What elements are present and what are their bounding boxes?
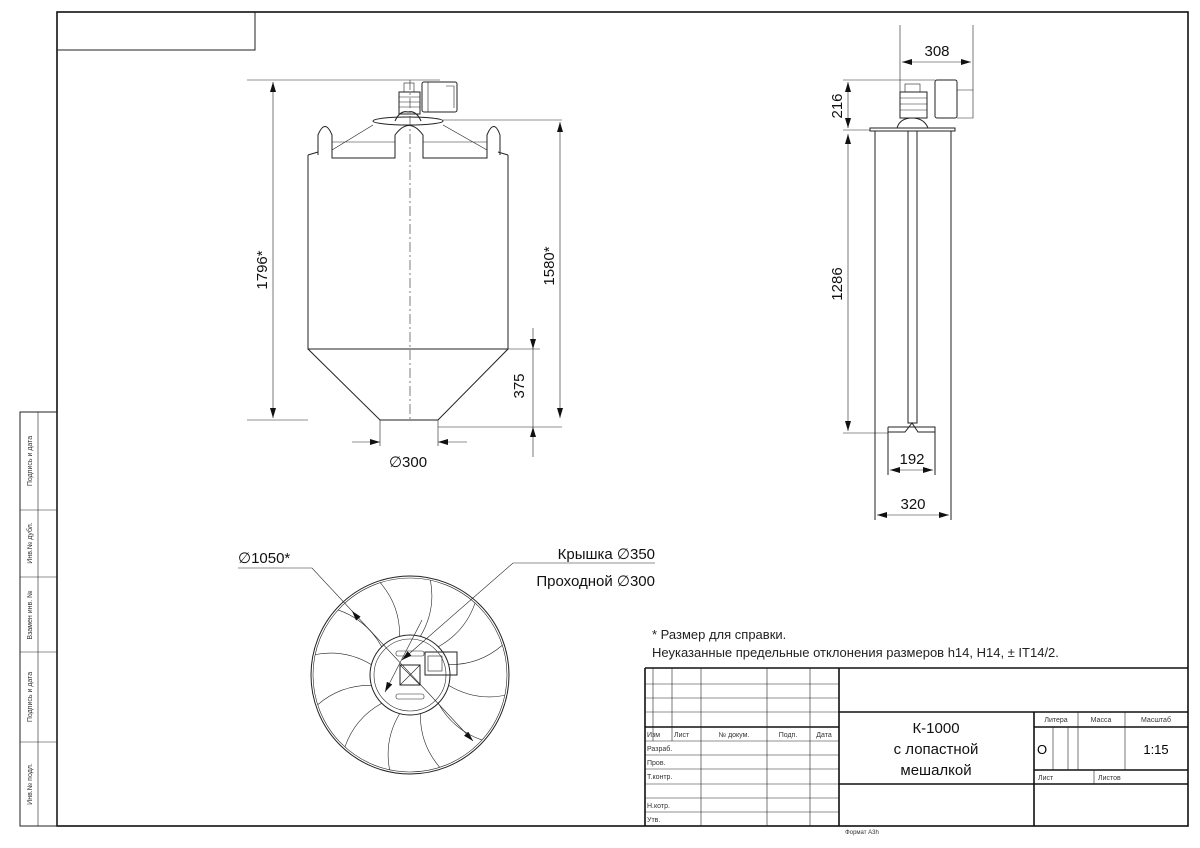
stamp-label: Взамен инв. № [27,590,34,639]
dim-cone: 375 [511,373,528,398]
shaft-icon [907,130,918,424]
header-list: Лист [674,732,690,739]
tank-rib [337,609,382,647]
title-line-1: К-1000 [912,720,959,737]
dim-motor-width: 308 [924,43,949,60]
role-approved: Утв. [647,817,660,824]
tank-rib [448,685,505,698]
dim-height-total: 1796* [254,250,271,289]
sheets-label: Листов [1098,775,1121,782]
format-label: Формат А3h [845,830,879,836]
dim-height-body: 1580* [541,246,558,285]
passage-label: Проходной ∅300 [536,573,655,590]
litera-value: О [1037,742,1047,757]
dim-outlet: ∅300 [389,454,427,471]
front-view: 1796* 1580* 375 ∅300 [247,79,563,471]
side-stamp: Подпись и дата Инв.№ дубл. Взамен инв. №… [19,411,58,827]
tank-rib [420,713,440,768]
header-izm: Изм [647,732,660,739]
sheet-label: Лист [1038,775,1054,782]
title-block: Изм Лист № докум. Подп. Дата Разраб. Про… [644,667,1188,826]
dim-paddle: 192 [899,451,924,468]
title-line-3: мешалкой [900,762,971,779]
paddle-icon [887,422,936,475]
tank-rib [438,602,476,647]
dim-width: 320 [900,496,925,513]
header-sign: Подп. [779,732,798,739]
role-developer: Разраб. [647,745,672,753]
side-view: 308 216 1286 192 320 [829,25,974,520]
role-tech-control: Т.контр. [647,774,672,781]
tank-rib [438,703,483,741]
tank-rib [380,582,400,637]
tank-rib [344,703,382,748]
gearbox-icon [899,91,928,119]
role-checker: Пров. [647,760,666,767]
title-line-2: с лопастной [894,741,979,758]
motor-icon [934,79,958,119]
drawing-frame [56,11,1189,827]
tank-rib [387,713,400,770]
note-reference: * Размер для справки. [652,627,786,642]
header-doc: № докум. [719,732,750,739]
note-tolerances: Неуказанные предельные отклонения размер… [652,645,1059,660]
stamp-label: Подпись и дата [27,672,34,722]
dim-diameter: ∅1050* [238,550,290,567]
dim-shaft: 1286 [829,267,846,300]
motor-icon [421,81,458,113]
litera-label: Литера [1044,717,1067,724]
stamp-label: Инв.№ дубл. [26,522,34,563]
header-date: Дата [816,732,832,739]
top-view: ∅1050* Крышка ∅350 Проходной ∅300 [238,546,655,775]
scale-label: Масштаб [1141,716,1171,724]
tank-rib [420,580,433,637]
mass-label: Масса [1091,717,1112,724]
dim-motor-height: 216 [829,93,846,118]
scale-value: 1:15 [1143,742,1168,757]
tank-rib [315,652,372,665]
lid-label: Крышка ∅350 [558,546,655,563]
tank-rib [448,645,503,665]
gearbox-icon [398,91,421,115]
role-norm-control: Н.котр. [647,803,670,810]
tank-rib [317,685,372,705]
stamp-label: Подпись и дата [27,436,34,486]
stamp-label: Инв.№ подл. [27,763,34,805]
motor-icon [424,651,458,676]
